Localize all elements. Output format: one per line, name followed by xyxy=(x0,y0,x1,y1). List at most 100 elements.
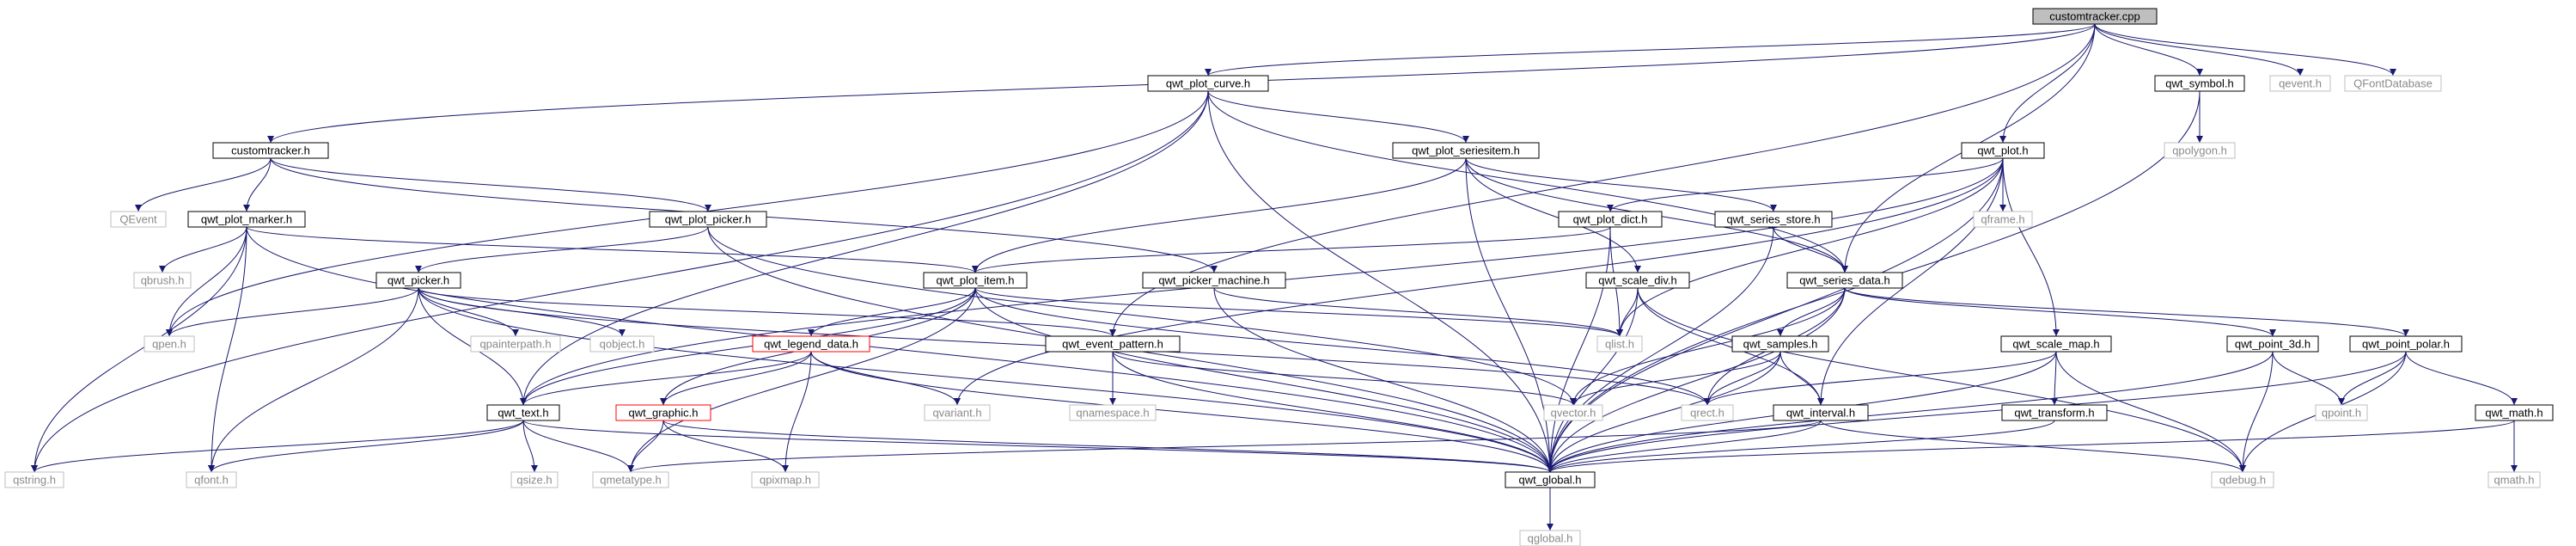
node-box xyxy=(1585,272,1690,289)
edge-qwt-plot-dict-h-to-qwt-global-h xyxy=(1547,226,1611,473)
node-qwt-transform-h[interactable]: qwt_transform.h xyxy=(2001,404,2108,421)
node-box xyxy=(1961,142,2045,159)
edge-qwt-series-data-h-to-qwt-point-polar-h xyxy=(1844,287,2409,337)
node-qsize-h[interactable]: qsize.h xyxy=(510,471,559,488)
node-box xyxy=(592,471,669,488)
node-qwt-graphic-h[interactable]: qwt_graphic.h xyxy=(615,404,711,421)
node-QEvent[interactable]: QEvent xyxy=(110,211,167,228)
edge-qwt-event-pattern-h-to-qwt-global-h xyxy=(1112,351,1554,473)
node-qglobal-h[interactable]: qglobal.h xyxy=(1519,530,1581,546)
node-box xyxy=(923,272,1028,289)
edge-qwt-picker-h-to-qwt-global-h xyxy=(418,287,1554,473)
edge-qwt-plot-seriesitem-h-to-qwt-series-store-h xyxy=(1465,157,1777,212)
node-box xyxy=(1731,335,1829,353)
node-qstring-h[interactable]: qstring.h xyxy=(4,471,64,488)
node-qwt-scale-div-h[interactable]: qwt_scale_div.h xyxy=(1585,272,1690,289)
node-box xyxy=(1045,335,1181,353)
node-qfont-h[interactable]: qfont.h xyxy=(186,471,237,488)
edge-qwt-series-data-h-to-qwt-global-h xyxy=(1547,287,1846,473)
edge-qwt-text-h-to-qsize-h xyxy=(522,420,538,473)
node-label: qglobal.h xyxy=(1528,532,1573,545)
node-box xyxy=(589,335,655,353)
node-qwt-symbol-h[interactable]: qwt_symbol.h xyxy=(2154,75,2245,92)
node-customtracker-h[interactable]: customtracker.h xyxy=(212,142,329,159)
node-qpixmap-h[interactable]: qpixmap.h xyxy=(751,471,820,488)
node-box xyxy=(1681,404,1734,421)
node-box xyxy=(1392,142,1540,159)
node-label: qwt_plot_item.h xyxy=(936,274,1014,287)
edge-qwt-plot-item-h-to-qlist-h xyxy=(974,287,1623,337)
node-qrect-h[interactable]: qrect.h xyxy=(1681,404,1734,421)
node-label: qwt_plot_picker.h xyxy=(665,213,751,226)
node-label: qpen.h xyxy=(152,338,186,351)
node-qwt-scale-map-h[interactable]: qwt_scale_map.h xyxy=(2000,335,2112,353)
node-qevent-h[interactable]: qevent.h xyxy=(2269,75,2331,92)
node-label: qframe.h xyxy=(1981,213,2024,226)
node-qwt-picker-machine-h[interactable]: qwt_picker_machine.h xyxy=(1142,272,1286,289)
node-qwt-point-3d-h[interactable]: qwt_point_3d.h xyxy=(2226,335,2319,353)
edge-qwt-math-h-to-qwt-global-h xyxy=(1547,420,2515,473)
node-box xyxy=(133,272,192,289)
node-qwt-picker-h[interactable]: qwt_picker.h xyxy=(375,272,461,289)
node-label: qwt_event_pattern.h xyxy=(1062,338,1163,351)
node-qwt-plot-seriesitem-h[interactable]: qwt_plot_seriesitem.h xyxy=(1392,142,1540,159)
node-qframe-h[interactable]: qframe.h xyxy=(1973,211,2033,228)
node-label: qdebug.h xyxy=(2219,474,2266,487)
node-qwt-interval-h[interactable]: qwt_interval.h xyxy=(1773,404,1869,421)
edge-qwt-plot-curve-h-to-qwt-plot-seriesitem-h xyxy=(1207,90,1469,144)
node-qwt-series-data-h[interactable]: qwt_series_data.h xyxy=(1786,272,1903,289)
node-label: qlist.h xyxy=(1605,338,1634,351)
node-customtracker-cpp[interactable]: customtracker.cpp xyxy=(2032,8,2158,25)
node-qwt-plot-h[interactable]: qwt_plot.h xyxy=(1961,142,2045,159)
node-qlist-h[interactable]: qlist.h xyxy=(1596,335,1643,353)
node-QFontDatabase[interactable]: QFontDatabase xyxy=(2344,75,2442,92)
edge-qwt-plot-picker-h-to-qwt-picker-h xyxy=(415,226,709,273)
node-qwt-math-h[interactable]: qwt_math.h xyxy=(2475,404,2554,421)
node-qpen-h[interactable]: qpen.h xyxy=(143,335,195,353)
node-label: qpolygon.h xyxy=(2172,144,2227,157)
edge-customtracker-cpp-to-qwt-event-pattern-h xyxy=(1109,23,2096,337)
node-qwt-plot-dict-h[interactable]: qwt_plot_dict.h xyxy=(1558,211,1663,228)
node-box xyxy=(2001,404,2108,421)
node-qwt-plot-marker-h[interactable]: qwt_plot_marker.h xyxy=(187,211,306,228)
node-box xyxy=(1558,211,1663,228)
edge-customtracker-cpp-to-qwt-plot-curve-h xyxy=(1205,23,2096,77)
node-box xyxy=(924,404,991,421)
node-qwt-text-h[interactable]: qwt_text.h xyxy=(486,404,560,421)
node-box xyxy=(143,335,195,353)
node-label: qwt_picker.h xyxy=(388,274,449,287)
node-qobject-h[interactable]: qobject.h xyxy=(589,335,655,353)
node-qmetatype-h[interactable]: qmetatype.h xyxy=(592,471,669,488)
node-qwt-legend-data-h[interactable]: qwt_legend_data.h xyxy=(752,335,870,353)
node-qpolygon-h[interactable]: qpolygon.h xyxy=(2164,142,2236,159)
edge-customtracker-cpp-to-QFontDatabase xyxy=(2094,23,2396,77)
node-qwt-series-store-h[interactable]: qwt_series_store.h xyxy=(1714,211,1833,228)
node-qdebug-h[interactable]: qdebug.h xyxy=(2211,471,2274,488)
node-label: qwt_text.h xyxy=(497,407,548,420)
node-qwt-global-h[interactable]: qwt_global.h xyxy=(1505,471,1596,488)
node-qnamespace-h[interactable]: qnamespace.h xyxy=(1069,404,1157,421)
edge-qwt-series-data-h-to-qwt-samples-h xyxy=(1777,287,1846,337)
node-qpoint-h[interactable]: qpoint.h xyxy=(2315,404,2368,421)
node-qvariant-h[interactable]: qvariant.h xyxy=(924,404,991,421)
node-box xyxy=(2344,75,2442,92)
node-qvector-h[interactable]: qvector.h xyxy=(1543,404,1603,421)
node-qbrush-h[interactable]: qbrush.h xyxy=(133,272,192,289)
node-box xyxy=(486,404,560,421)
node-qpainterpath-h[interactable]: qpainterpath.h xyxy=(470,335,561,353)
node-qmath-h[interactable]: qmath.h xyxy=(2487,471,2541,488)
edge-qwt-text-h-to-qfont-h xyxy=(208,420,524,473)
node-label: qsize.h xyxy=(516,474,552,487)
node-label: qrect.h xyxy=(1690,407,1724,420)
node-qwt-plot-curve-h[interactable]: qwt_plot_curve.h xyxy=(1147,75,1269,92)
node-box xyxy=(1519,530,1581,546)
node-label: qwt_scale_div.h xyxy=(1598,274,1677,287)
node-label: qvariant.h xyxy=(932,407,981,420)
node-qwt-plot-item-h[interactable]: qwt_plot_item.h xyxy=(923,272,1028,289)
node-qwt-event-pattern-h[interactable]: qwt_event_pattern.h xyxy=(1045,335,1181,353)
node-qwt-point-polar-h[interactable]: qwt_point_polar.h xyxy=(2349,335,2463,353)
node-qwt-samples-h[interactable]: qwt_samples.h xyxy=(1731,335,1829,353)
node-label: qmath.h xyxy=(2494,474,2535,487)
node-qwt-plot-picker-h[interactable]: qwt_plot_picker.h xyxy=(649,211,767,228)
edge-qwt-point-polar-h-to-qwt-global-h xyxy=(1547,351,2407,473)
